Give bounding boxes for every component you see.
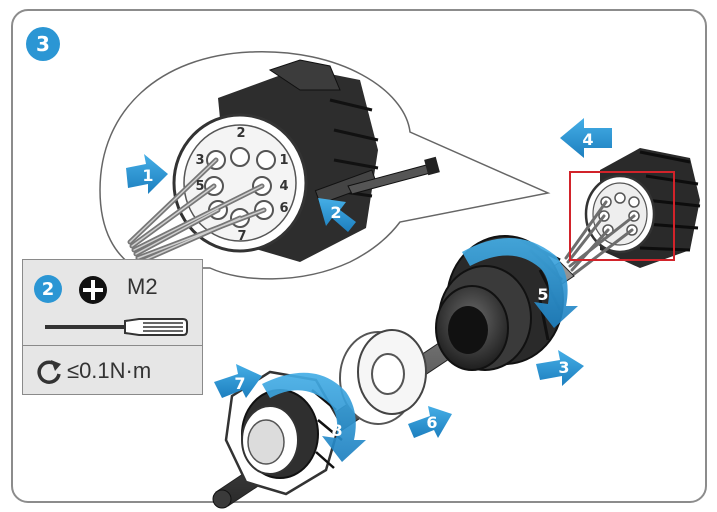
callout-4: 4	[582, 130, 593, 149]
torque-value: ≤0.1N·m	[67, 358, 151, 384]
pin-label-6: 6	[279, 201, 288, 216]
callout-5: 5	[537, 285, 548, 304]
pin-label-5: 5	[195, 179, 204, 194]
callout-7: 7	[234, 374, 245, 393]
screwdriver-icon	[43, 315, 188, 339]
callout-3: 3	[558, 358, 569, 377]
pin-label-4: 4	[279, 179, 288, 194]
pin-label-7: 7	[237, 229, 246, 244]
pin-label-1: 1	[279, 153, 288, 168]
callout-2: 2	[330, 203, 341, 222]
callout-6: 6	[426, 413, 437, 432]
tool-row: 2 M2	[23, 260, 202, 345]
callout-8: 8	[331, 421, 342, 440]
pin-label-3: 3	[195, 153, 204, 168]
screw-size-label: M2	[127, 274, 158, 300]
step-badge-label: 3	[36, 32, 50, 56]
pin-label-2: 2	[236, 126, 245, 141]
callout-1: 1	[142, 166, 153, 185]
rotate-clockwise-icon	[35, 358, 63, 386]
spec-panel: 2 M2 ≤0.1N·m	[22, 259, 203, 395]
phillips-head-icon	[77, 274, 109, 306]
panel-divider	[23, 345, 202, 346]
tool-step-badge: 2	[34, 275, 62, 303]
